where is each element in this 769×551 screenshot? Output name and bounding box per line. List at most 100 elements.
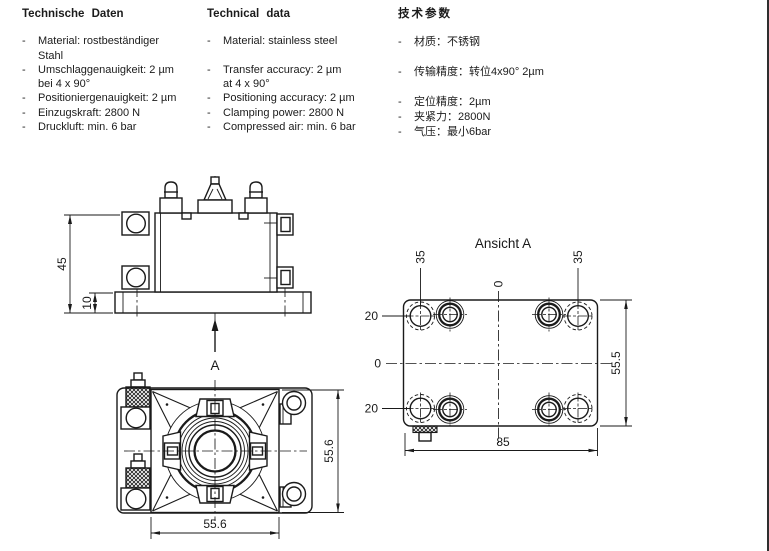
dim-label-85: 85 (496, 435, 510, 449)
section-title-german: Technische Daten (22, 8, 124, 20)
dim-label-20-top: 20 (365, 309, 379, 323)
section-title-english: Technical data (207, 8, 291, 20)
page-right-border (767, 0, 769, 551)
bullet-dash: - (398, 126, 402, 138)
spec-text: Umschlaggenauigkeit: 2 µm (38, 63, 174, 76)
front-view-drawing: 55.6 55.6 (116, 372, 344, 539)
dim-label-0-top: 0 (492, 280, 506, 287)
left-clamp-bottom (121, 265, 150, 290)
corner-dot (261, 403, 265, 406)
knurled-knob-top (120, 372, 151, 430)
spec-row: -Einzugskraft: 2800 N (22, 106, 202, 120)
spec-row: -夹紧力：2800N (398, 110, 618, 125)
side-view-drawing: 45 10 A (55, 176, 312, 373)
spec-row: -定位精度：2µm (398, 95, 618, 110)
tech-specs-german: Technische Daten -Material: rostbeständi… (22, 7, 202, 134)
dimension-plate-height: 55.5 (600, 299, 632, 427)
clamping-body (154, 212, 278, 293)
spec-text: 气压：最小6bar (414, 126, 492, 138)
spec-row: -气压：最小6bar (398, 125, 618, 140)
ansicht-a-drawing: Ansicht A (365, 236, 632, 456)
base-plate (114, 286, 312, 319)
spec-text: Transfer accuracy: 2 µm (223, 63, 342, 76)
view-label-a: A (210, 358, 219, 373)
dim-label-35-right: 35 (571, 250, 585, 264)
eyelet-screw-top (279, 390, 307, 425)
spec-text: Einzugskraft: 2800 N (38, 106, 141, 119)
bullet-dash: - (398, 36, 402, 48)
spec-text: Positioniergenauigkeit: 2 µm (38, 92, 177, 105)
bullet-dash: - (207, 35, 211, 48)
spec-text: Positioning accuracy: 2 µm (223, 92, 355, 105)
left-clamp-top (121, 211, 150, 236)
eyelet-screw-bottom (279, 481, 307, 508)
spec-text: 夹紧力：2800N (414, 111, 491, 123)
dim-label-35-left: 35 (414, 250, 428, 264)
view-arrow-a: A (210, 319, 220, 373)
bullet-dash: - (398, 66, 402, 78)
spec-text: Clamping power: 2800 N (223, 106, 345, 119)
corner-dot (261, 496, 265, 499)
spec-row: -Material: rostbeständiger (22, 34, 202, 48)
air-fitting-right (244, 181, 268, 214)
spec-text: Material: stainless steel (223, 35, 338, 48)
spec-row: Stahl (22, 49, 202, 63)
left-coordinate-labels: 20 0 20 (365, 309, 410, 416)
dim-label-height-55-6: 55.6 (322, 439, 336, 463)
spec-text: Stahl (38, 49, 64, 62)
spec-row: -材质：不锈钢 (398, 35, 618, 50)
dim-label-width-55-6: 55.6 (203, 517, 227, 531)
corner-dot (165, 403, 169, 406)
spec-text: bei 4 x 90° (38, 78, 91, 91)
spec-text: 传输精度：转位4x90° 2µm (414, 66, 544, 78)
dimension-front-height: 55.6 (282, 389, 344, 513)
spec-row: -Druckluft: min. 6 bar (22, 120, 202, 134)
bullet-dash: - (207, 63, 211, 76)
dim-label-0-left: 0 (374, 357, 381, 371)
knurled-knob-bottom (120, 453, 151, 511)
spec-row: -Positioniergenauigkeit: 2 µm (22, 91, 202, 105)
bullet-dash: - (22, 92, 26, 105)
ansicht-title: Ansicht A (475, 236, 531, 251)
cross-diagonals (152, 390, 278, 512)
bullet-dash: - (207, 92, 211, 105)
dimension-base-height: 10 (80, 292, 113, 313)
spec-row: bei 4 x 90° (22, 77, 202, 91)
spec-row: at 4 x 90° (207, 77, 393, 91)
bullet-dash: - (398, 96, 402, 108)
right-clamp-top (264, 213, 294, 236)
bullet-dash: - (22, 106, 26, 119)
spec-row: -Clamping power: 2800 N (207, 106, 393, 120)
tech-specs-english: Technical data -Material: stainless stee… (207, 7, 393, 134)
top-coordinate-labels: 35 0 35 (414, 250, 585, 306)
bullet-dash: - (207, 106, 211, 119)
dimension-total-height: 45 (55, 214, 120, 314)
air-fitting-left (159, 181, 183, 214)
spec-text: Compressed air: min. 6 bar (223, 121, 356, 134)
dim-label-10: 10 (80, 296, 94, 310)
bullet-dash: - (207, 121, 211, 134)
right-clamp-bottom (264, 266, 294, 289)
dim-label-20-bottom: 20 (365, 402, 379, 416)
top-notch-right (238, 212, 249, 220)
dimension-front-width: 55.6 (150, 517, 280, 539)
spec-row: -Umschlaggenauigkeit: 2 µm (22, 63, 202, 77)
bullet-dash: - (22, 121, 26, 134)
mounting-tab (412, 425, 438, 442)
spec-row: -Transfer accuracy: 2 µm (207, 63, 393, 77)
bullet-dash: - (22, 35, 26, 48)
corner-dot (165, 496, 169, 499)
dim-label-55-5: 55.5 (609, 351, 623, 375)
spec-text: 材质：不锈钢 (414, 36, 480, 48)
spec-text: Druckluft: min. 6 bar (38, 121, 137, 134)
dim-label-45: 45 (55, 257, 69, 271)
center-cone-fitting (197, 176, 233, 214)
top-notch-left (181, 212, 192, 220)
bullet-dash: - (22, 63, 26, 76)
dimension-plate-width: 85 (404, 428, 598, 456)
section-title-chinese: 技术参数 (398, 8, 452, 20)
spec-text: at 4 x 90° (223, 78, 270, 91)
spec-text: Material: rostbeständiger (38, 35, 160, 48)
